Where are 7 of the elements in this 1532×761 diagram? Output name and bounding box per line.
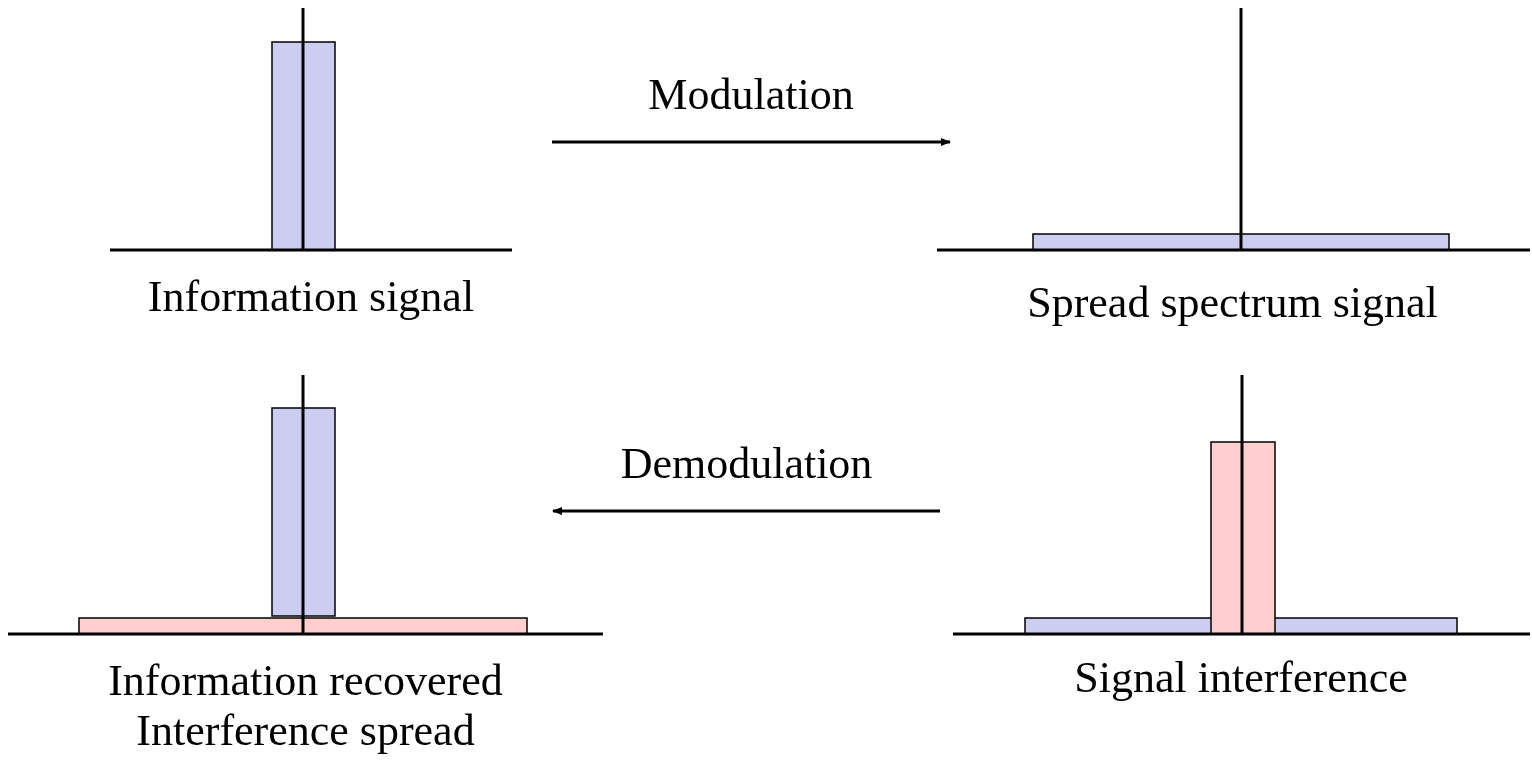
signal-caption: Spread spectrum signal xyxy=(1027,278,1438,328)
signal-caption: Information signal xyxy=(147,272,475,322)
signal-caption: Signal interference xyxy=(1074,653,1408,703)
signal-caption: Information recovered xyxy=(108,656,503,706)
arrow xyxy=(552,138,951,146)
arrow xyxy=(552,507,940,515)
signal-caption: Interference spread xyxy=(136,706,475,756)
